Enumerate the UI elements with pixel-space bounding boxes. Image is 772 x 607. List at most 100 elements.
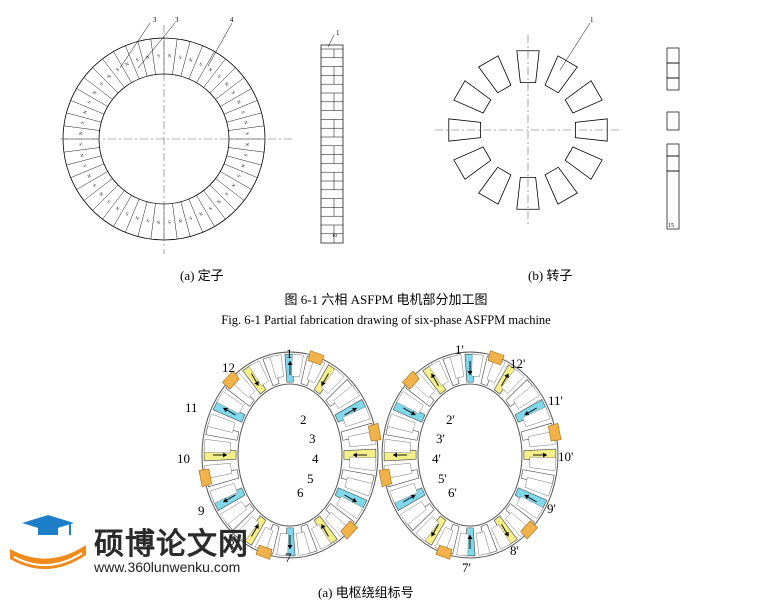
ring-pm-block — [340, 520, 358, 540]
ring-arrow-head — [353, 452, 357, 458]
ring-pm-block — [255, 544, 273, 560]
coil-label: 10' — [558, 449, 573, 464]
ring-tooth — [513, 385, 540, 409]
ring-tooth — [475, 531, 491, 556]
rotor-side-seg — [666, 77, 680, 91]
ring-slot — [313, 364, 338, 395]
stator-segment-line — [220, 171, 252, 190]
rotor-segment — [453, 146, 492, 180]
coil-label: 6 — [297, 485, 304, 500]
stator-segment-line — [215, 77, 245, 100]
ring-pm-block — [198, 468, 213, 488]
coil-label: 10 — [177, 451, 190, 466]
rotor-segment — [448, 118, 482, 142]
stator-segment-mark: N — [82, 109, 88, 114]
ring-tooth — [344, 477, 373, 497]
ring-tooth — [321, 368, 345, 394]
stator-segment-line — [188, 45, 203, 80]
ring-tooth — [449, 354, 465, 379]
ring-slot — [405, 503, 435, 531]
ring-tooth — [291, 353, 304, 378]
ring-tooth — [276, 532, 289, 557]
coil-label: 8 — [228, 533, 235, 548]
ring-pm-block — [307, 350, 325, 366]
stator-callout-c: 4 — [230, 16, 234, 24]
stator-segment-mark: N — [92, 89, 98, 95]
ring-arrow-head — [321, 381, 326, 386]
stator-segment-mark: N — [208, 67, 214, 73]
stator-segment-mark: S — [199, 61, 204, 67]
rotor-side-view: 15 — [666, 47, 680, 230]
stator-segment-mark: N — [106, 73, 112, 79]
stator-segment-mark: N — [216, 199, 222, 205]
stator-segment-mark: S — [92, 183, 98, 188]
stator-side-bottom-label: 10 — [332, 234, 338, 239]
ring-inner — [237, 383, 343, 527]
ring-slot — [242, 515, 267, 546]
stator-segment-mark: S — [245, 132, 250, 135]
stator-segment-line — [220, 88, 252, 107]
stator-segment-mark: N — [98, 191, 104, 197]
ring-slot — [325, 379, 355, 407]
stator-segment-line — [102, 190, 125, 220]
ring-arrow-head — [287, 361, 293, 365]
coil-label: 1' — [455, 342, 464, 357]
ring-tooth — [203, 438, 232, 454]
ring-slot — [493, 515, 518, 546]
stator-segment-mark: N — [78, 131, 83, 135]
stator-callout-b: 3 — [175, 16, 179, 24]
stator-segment-mark: N — [156, 220, 160, 225]
stator-segment-mark: S — [106, 199, 112, 205]
stator-segment-line — [83, 178, 113, 201]
stator-leader-1 — [119, 22, 151, 69]
ring-slot — [225, 503, 255, 531]
stator-segment-line — [196, 51, 215, 83]
stator-segment-mark: S — [115, 67, 120, 73]
stator-segment-mark: N — [177, 218, 182, 224]
figure-title-en: Fig. 6-1 Partial fabrication drawing of … — [221, 313, 551, 327]
right-stator-ring — [378, 350, 562, 560]
stator-segment-mark: N — [236, 100, 242, 106]
ring-arrow-head — [524, 410, 530, 416]
stator-segment-line — [92, 67, 119, 94]
coil-label: 4' — [432, 451, 441, 466]
rotor-drawing: 1 — [435, 16, 622, 225]
ring-arrow-head — [467, 371, 473, 375]
ring-tooth — [311, 524, 332, 550]
stator-segment-mark: S — [78, 143, 83, 146]
coil-label: 8' — [510, 543, 519, 558]
stator-segment-line — [113, 195, 132, 227]
stator-segment-line — [223, 100, 258, 115]
rotor-side-seg — [666, 143, 680, 157]
stator-segment-line — [223, 163, 258, 178]
ring-pm-block — [402, 370, 420, 390]
ring-tooth — [387, 413, 416, 433]
stator-segment-line — [137, 201, 148, 237]
rotor-side-seg — [666, 111, 680, 131]
caption-winding: (a) 电枢绕组标号 — [318, 585, 414, 600]
ring-slot — [505, 379, 535, 407]
stator-segment-line — [83, 77, 113, 100]
ring-arrow-head — [410, 494, 416, 500]
stator-segment-line — [92, 184, 119, 211]
ring-tooth — [456, 532, 469, 557]
stator-segment-line — [188, 198, 203, 233]
ring-arrow-head — [254, 381, 259, 386]
ring-pm-block — [520, 520, 538, 540]
coil-label: 7 — [285, 550, 292, 565]
ring-tooth — [522, 406, 551, 428]
ring-arrow-head — [223, 452, 227, 458]
stator-segment-mark: N — [245, 143, 250, 147]
coil-label: 9 — [198, 503, 205, 518]
figure-title-cn: 图 6-1 六相 ASFPM 电机部分加工图 — [284, 292, 488, 307]
stator-segment-line — [203, 58, 226, 88]
rotor-side-label: 15 — [668, 223, 674, 229]
rotor-segment — [478, 55, 512, 94]
ring-slot — [493, 364, 518, 395]
ring-slot — [422, 364, 447, 395]
caption-rotor: (b) 转子 — [528, 268, 573, 283]
ring-arrow-head — [543, 452, 547, 458]
stator-segment-mark: S — [224, 191, 230, 197]
stator-segment-line — [172, 203, 178, 240]
